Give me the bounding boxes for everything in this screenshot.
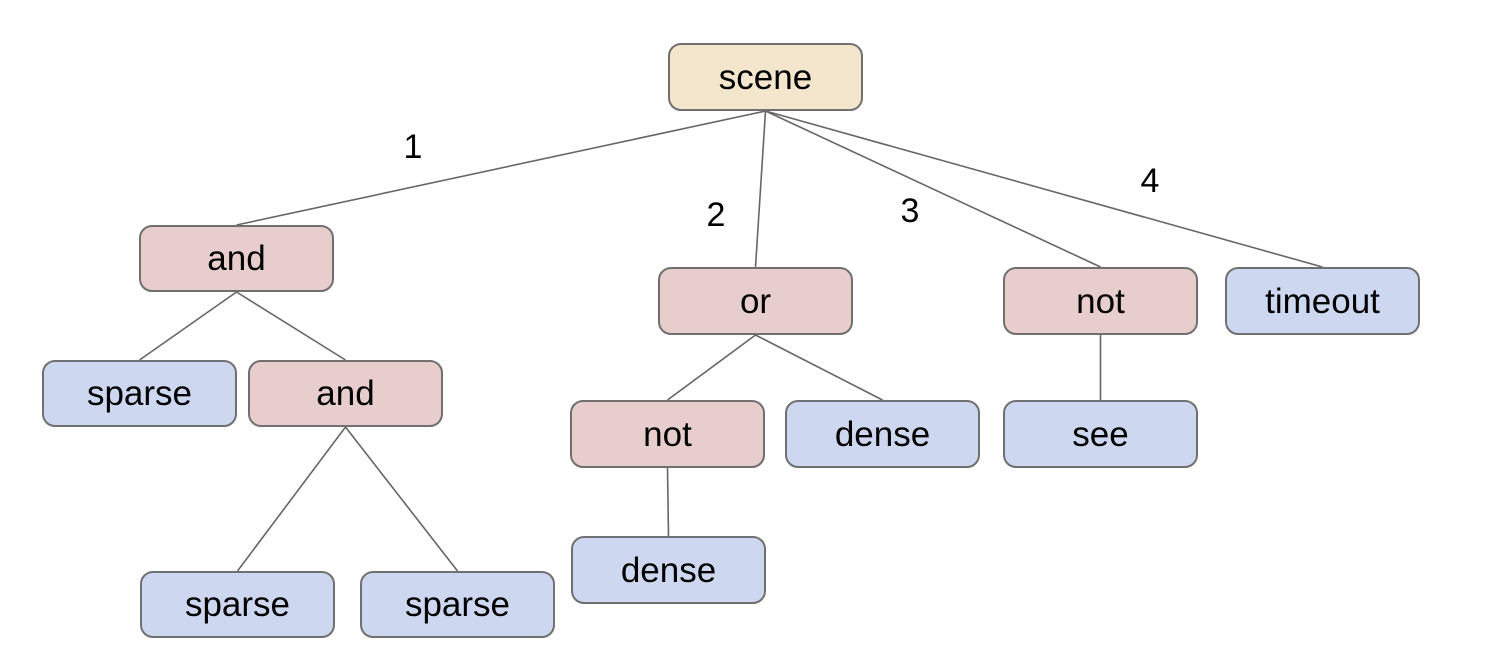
- edge-scene-not1: [765, 110, 1101, 268]
- edge-or1-not2: [667, 334, 756, 401]
- edge-not2-dense2: [666, 467, 670, 537]
- edge-label-4: 4: [1141, 162, 1160, 200]
- tree-node-dense-12: dense: [571, 536, 766, 604]
- edge-and2-sparse2: [236, 426, 347, 572]
- tree-node-not-3: not: [1003, 267, 1198, 335]
- tree-node-dense-8: dense: [785, 400, 980, 468]
- edge-label-3: 3: [901, 192, 920, 230]
- tree-node-sparse-5: sparse: [42, 360, 237, 427]
- edge-label-1: 1: [404, 128, 423, 166]
- edge-and1-and2: [236, 291, 346, 361]
- edge-scene-or1: [754, 110, 767, 268]
- tree-node-and-1: and: [139, 225, 334, 292]
- tree-node-not-7: not: [570, 400, 765, 468]
- tree-node-sparse-10: sparse: [140, 571, 335, 638]
- tree-node-see-9: see: [1003, 400, 1198, 468]
- edge-and1-sparse1: [139, 291, 237, 361]
- tree-node-sparse-11: sparse: [360, 571, 555, 638]
- edge-scene-and1: [236, 110, 766, 226]
- tree-node-scene-0: scene: [668, 43, 863, 111]
- edge-label-2: 2: [707, 196, 726, 234]
- edge-scene-timeout1: [765, 110, 1323, 268]
- tree-node-or-2: or: [658, 267, 853, 335]
- tree-node-timeout-4: timeout: [1225, 267, 1420, 335]
- edge-and2-sparse3: [344, 426, 459, 572]
- edge-or1-dense1: [755, 334, 883, 401]
- tree-node-and-6: and: [248, 360, 443, 427]
